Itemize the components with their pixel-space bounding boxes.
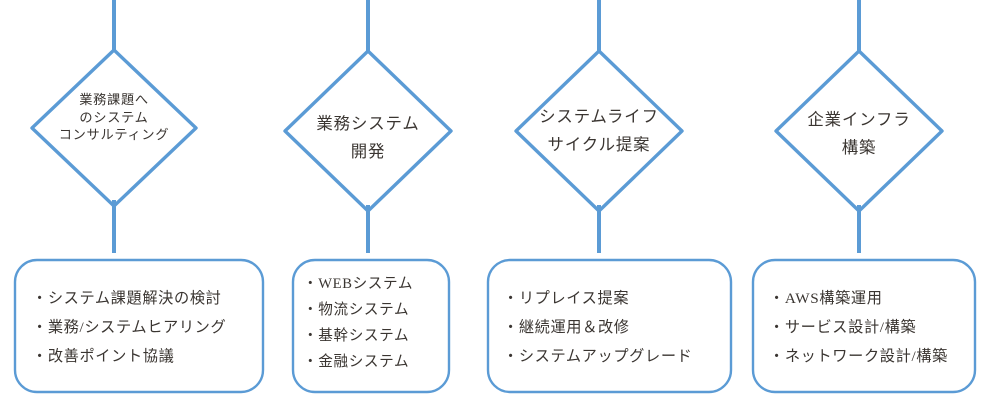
list-item: ・システム課題解決の検討 [32, 290, 222, 307]
list-item: ・継続運用＆改修 [503, 319, 630, 337]
list-item: ・ネットワーク設計/構築 [769, 348, 948, 366]
detail-list-consulting: ・システム課題解決の検討 ・業務/システムヒアリング ・改善ポイント協議 [32, 284, 262, 372]
list-item: ・業務/システムヒアリング [32, 319, 227, 337]
node-lifecycle-proposal[interactable] [516, 51, 682, 211]
list-item: ・サービス設計/構築 [769, 319, 917, 337]
list-item: ・物流システム [303, 301, 410, 318]
list-item: ・金融システム [303, 353, 410, 370]
list-item: ・改善ポイント協議 [32, 348, 175, 366]
list-item: ・システムアップグレード [503, 348, 693, 366]
node-system-development[interactable] [285, 51, 451, 211]
detail-list-lifecycle-proposal: ・リプレイス提案 ・継続運用＆改修 ・システムアップグレード [503, 284, 733, 372]
list-item: ・AWS構築運用 [769, 290, 883, 307]
list-item: ・WEBシステム [303, 276, 414, 292]
node-enterprise-infrastructure[interactable] [776, 51, 942, 211]
list-item: ・リプレイス提案 [503, 290, 630, 307]
detail-list-system-development: ・WEBシステム ・物流システム ・基幹システム ・金融システム [303, 272, 453, 376]
list-item: ・基幹システム [303, 327, 410, 344]
node-consulting[interactable] [32, 50, 196, 206]
detail-list-enterprise-infrastructure: ・AWS構築運用 ・サービス設計/構築 ・ネットワーク設計/構築 [769, 284, 984, 372]
